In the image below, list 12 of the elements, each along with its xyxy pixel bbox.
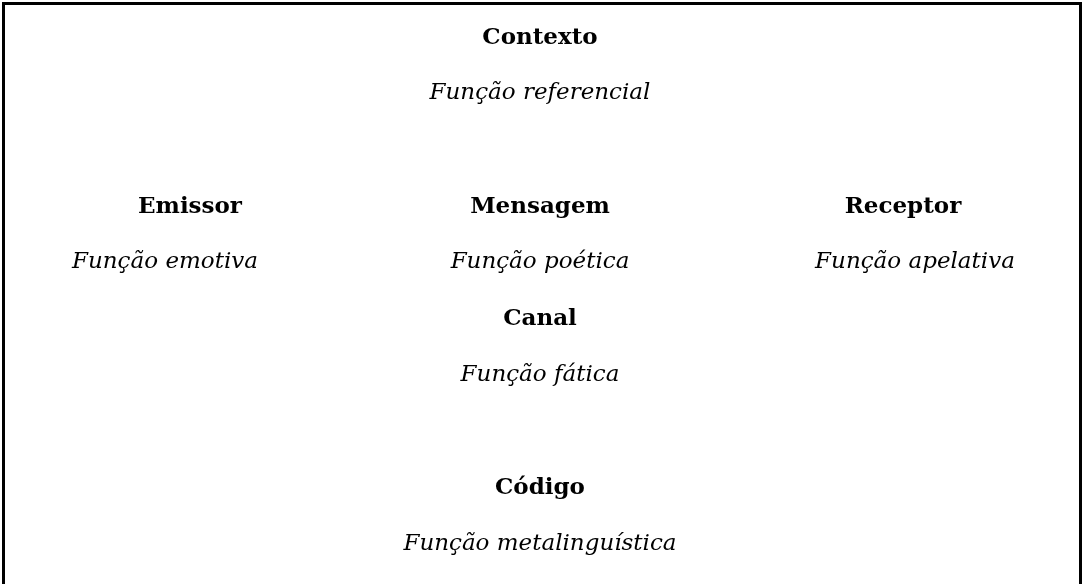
element-heading: Código [495, 471, 585, 499]
function-label: Função poética [450, 247, 630, 273]
element-heading: Mensagem [470, 190, 610, 218]
element-heading: Emissor [138, 190, 242, 218]
element-heading: Contexto [482, 21, 598, 49]
function-label: Função fática [460, 360, 620, 386]
element-heading: Receptor [844, 190, 962, 218]
function-label: Função referencial [429, 78, 651, 104]
function-label: Função metalinguística [403, 529, 677, 555]
function-label: Função apelativa [815, 247, 1015, 273]
function-label: Função emotiva [72, 247, 258, 273]
element-heading: Canal [503, 302, 577, 330]
